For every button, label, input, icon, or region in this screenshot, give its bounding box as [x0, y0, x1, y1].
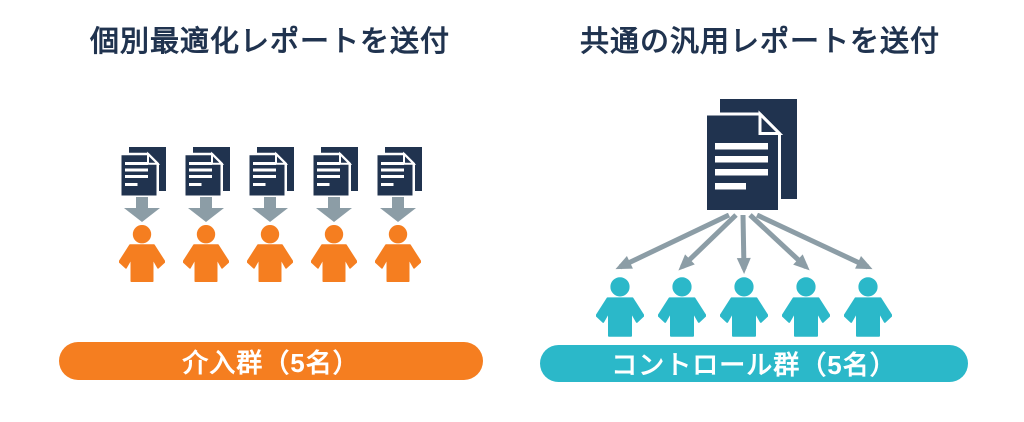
person-icon	[375, 225, 421, 282]
report-delivery-group	[110, 147, 174, 282]
report-document-icon	[374, 147, 422, 198]
person-icon	[183, 225, 229, 282]
down-arrow-icon	[252, 197, 288, 222]
individual-report-delivery-row	[110, 147, 430, 282]
report-document-icon	[310, 147, 358, 198]
person-icon	[658, 277, 706, 337]
person-icon	[596, 277, 644, 337]
report-delivery-group	[366, 147, 430, 282]
fan-arrow-line	[736, 214, 751, 274]
down-arrow-icon	[316, 197, 352, 222]
control-recipient	[713, 277, 775, 337]
person-icon	[844, 277, 892, 337]
person-icon	[782, 277, 830, 337]
person-icon	[247, 225, 293, 282]
intervention-group-label: 介入群（5名）	[182, 347, 360, 378]
control-recipient	[651, 277, 713, 337]
control-recipients-row	[589, 277, 899, 337]
fan-arrow-line	[755, 213, 873, 270]
fan-out-arrows-icon	[615, 213, 873, 274]
report-delivery-group	[174, 147, 238, 282]
report-document-icon	[118, 147, 166, 198]
control-recipient	[775, 277, 837, 337]
down-arrow-icon	[124, 197, 160, 222]
person-icon	[119, 225, 165, 282]
shared-report-document-icon	[704, 99, 797, 213]
report-document-icon	[246, 147, 294, 198]
intervention-group-pill: 介入群（5名）	[59, 342, 483, 380]
fan-arrow-line	[615, 213, 731, 270]
report-document-icon	[182, 147, 230, 198]
fan-arrow-line	[748, 213, 810, 271]
down-arrow-icon	[188, 197, 224, 222]
person-icon	[720, 277, 768, 337]
report-delivery-group	[302, 147, 366, 282]
control-group-label: コントロール群（5名）	[611, 350, 897, 380]
down-arrow-icon	[380, 197, 416, 222]
person-icon	[311, 225, 357, 282]
left-panel-title: 個別最適化レポートを送付	[89, 26, 450, 58]
fan-arrow-line	[678, 213, 738, 271]
right-panel-title: 共通の汎用レポートを送付	[579, 26, 940, 58]
control-recipient	[589, 277, 651, 337]
control-recipient	[837, 277, 899, 337]
report-delivery-group	[238, 147, 302, 282]
control-group-pill: コントロール群（5名）	[540, 345, 968, 382]
